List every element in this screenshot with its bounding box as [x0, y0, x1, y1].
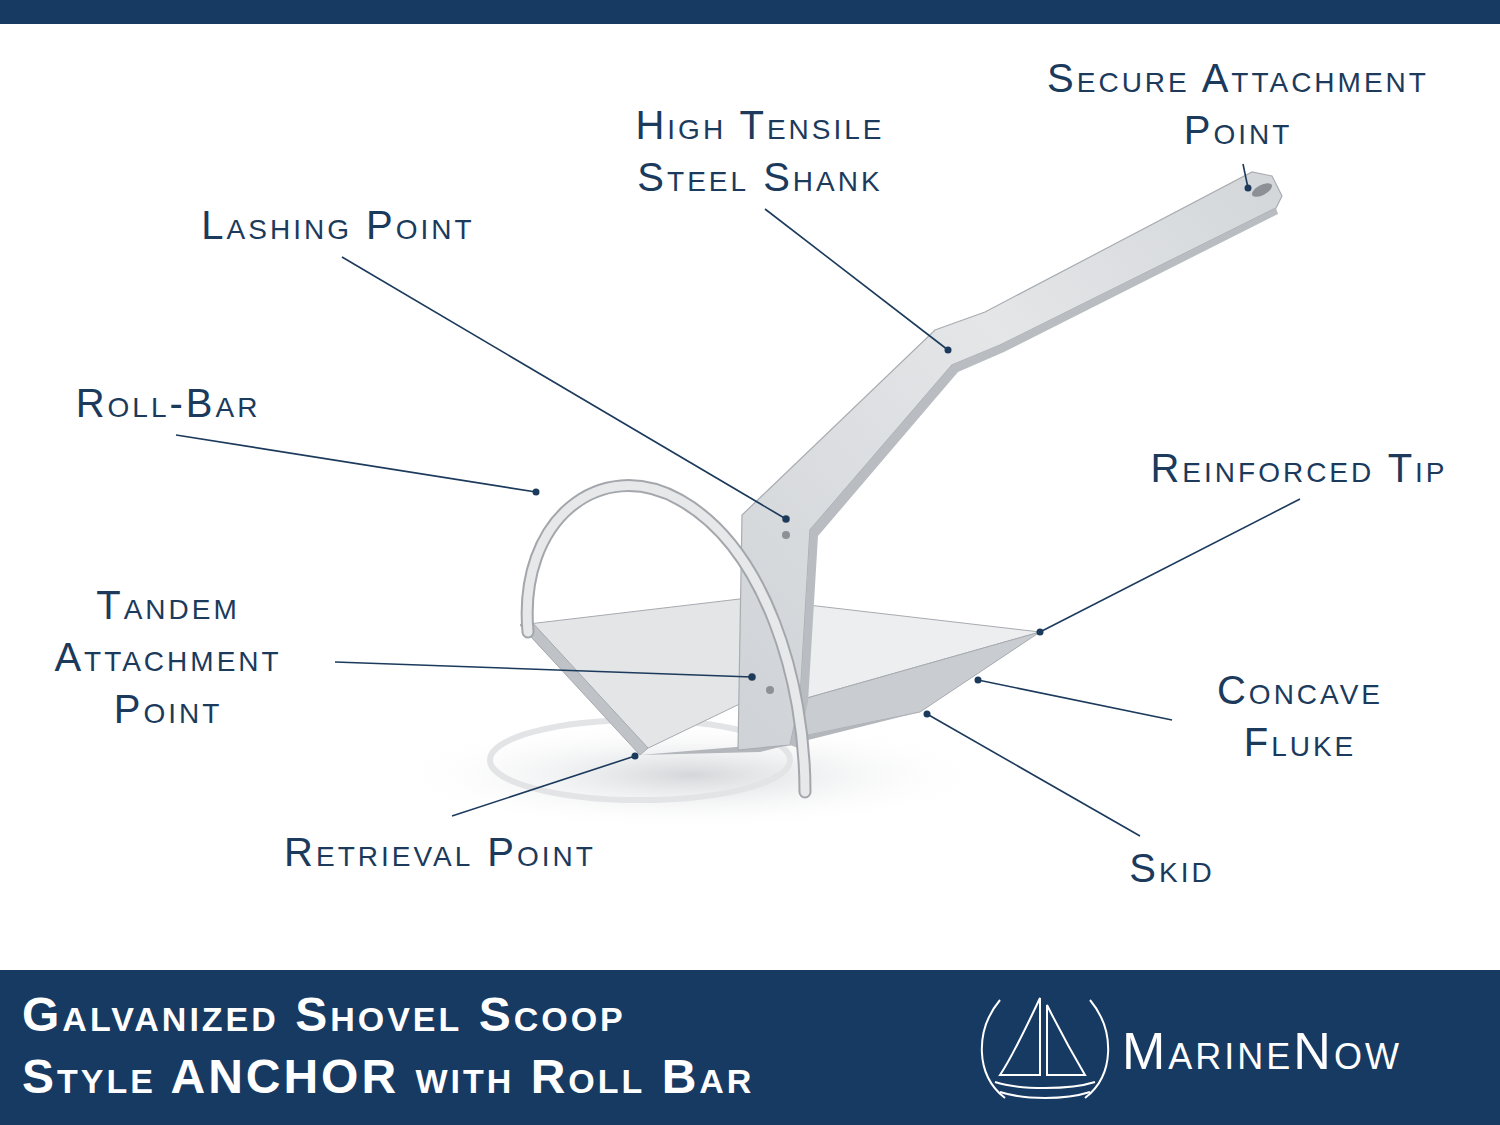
leader-lines — [176, 164, 1300, 836]
tandem-hole — [766, 686, 774, 694]
leader-dots — [533, 185, 1252, 760]
top-band — [0, 0, 1500, 24]
part-label: Reinforced Tip — [1150, 442, 1447, 494]
leader-dot — [1037, 629, 1044, 636]
sailboat-logo — [982, 998, 1108, 1098]
leader-line — [927, 714, 1140, 836]
leader-line — [765, 209, 948, 350]
leader-dot — [975, 677, 982, 684]
leader-dot — [783, 516, 790, 523]
part-label: Secure Attachment Point — [1018, 52, 1458, 156]
attachment-slot — [1250, 180, 1274, 199]
leader-dot — [533, 489, 540, 496]
brand-name: MarineNow — [1122, 1021, 1402, 1081]
lashing-hole — [782, 515, 790, 523]
part-label: Roll-Bar — [76, 377, 261, 429]
logo-sail — [1000, 998, 1040, 1075]
leader-dot — [632, 753, 639, 760]
anchor-shadow — [390, 720, 990, 830]
part-label: Concave Fluke — [1190, 664, 1410, 768]
part-label: Tandem Attachment Point — [38, 579, 298, 735]
leader-line — [452, 756, 635, 816]
part-label: Retrieval Point — [284, 826, 596, 878]
roll-bar — [527, 486, 805, 792]
part-label: Skid — [1129, 842, 1214, 894]
logo-hull — [995, 1082, 1095, 1088]
leader-dot — [945, 347, 952, 354]
leader-dot — [1245, 185, 1252, 192]
part-label: High Tensile Steel Shank — [600, 99, 920, 203]
leader-line — [176, 435, 536, 492]
leader-dot — [924, 711, 931, 718]
title-band — [0, 970, 1500, 1125]
fluke-lip — [520, 620, 648, 755]
logo-sail — [1047, 1005, 1085, 1075]
leader-line — [335, 662, 752, 677]
leader-line — [342, 257, 786, 519]
leader-line — [978, 680, 1172, 720]
leader-line — [1243, 164, 1248, 188]
tandem-hole — [748, 673, 756, 681]
lashing-hole — [782, 531, 790, 539]
roll-bar-outline — [527, 486, 805, 792]
diagram-title: Galvanized Shovel Scoop Style ANCHOR wit… — [22, 984, 757, 1108]
logo-wave — [1000, 1092, 1090, 1098]
part-label: Lashing Point — [201, 199, 474, 251]
leader-line — [1040, 499, 1300, 632]
leader-dot — [749, 674, 756, 681]
